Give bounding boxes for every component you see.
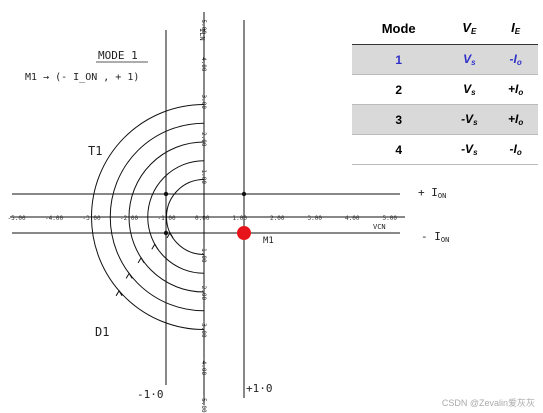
table-row: 3 -Vs +Io: [352, 104, 538, 135]
trajectory-arrow: [166, 231, 174, 239]
table-row: 2 Vs +Io: [352, 74, 538, 105]
table-row: 1 Vs -Io: [352, 44, 538, 75]
trajectory-arrow: [151, 243, 159, 250]
y-tick-label: -2.00: [200, 282, 207, 300]
y-tick-label: -4.00: [200, 357, 207, 375]
mode-table-header: Mode VE IE: [352, 12, 538, 45]
row-ve: Vs: [445, 44, 494, 75]
y-tick-label: 3.00: [200, 95, 207, 110]
label-plus-one: +1·0: [246, 382, 273, 395]
x-tick-label: -5.00: [8, 215, 26, 222]
trajectory-arrow: [137, 256, 145, 264]
y-tick-label: 4.00: [200, 57, 207, 72]
row-ie: -Io: [493, 134, 538, 165]
y-tick-label: 1.00: [200, 170, 207, 185]
minus-ion-label: - ION: [421, 230, 449, 244]
y-tick-label: -1.00: [200, 245, 207, 263]
intersection-dot-bottom-left: [163, 230, 169, 236]
mode-title: MODE 1: [98, 49, 138, 62]
y-tick-label: -5.00: [200, 395, 207, 413]
row-ie: +Io: [493, 74, 538, 105]
plus-ion-label: + ION: [418, 186, 446, 200]
intersection-dot-top-right: [241, 191, 247, 197]
label-m1: M1: [263, 236, 274, 246]
trajectory-arc: [128, 141, 205, 293]
row-ve: -Vs: [445, 134, 494, 165]
trajectory-arrow: [125, 272, 133, 279]
watermark: CSDN @Zevalin爱灰灰: [441, 398, 535, 408]
row-mode: 1: [352, 44, 446, 75]
x-tick-label: 0.00: [195, 215, 210, 222]
row-ie: -Io: [493, 44, 538, 75]
row-ve: Vs: [445, 74, 494, 105]
mode-table: Mode VE IE 1 Vs -Io 2 Vs +Io 3 -Vs +Io 4…: [352, 12, 538, 165]
row-ie: +Io: [493, 104, 538, 135]
mode-mapping: M1 → (- I_ON , + 1): [25, 72, 139, 83]
x-tick-label: 3.00: [308, 215, 323, 222]
x-tick-label: 1.00: [233, 215, 248, 222]
trajectory-arc: [109, 122, 205, 312]
trajectory-arcs: [91, 104, 205, 330]
header-ve: VE: [445, 12, 494, 45]
row-mode: 4: [352, 134, 446, 165]
table-row: 4 -Vs -Io: [352, 134, 538, 165]
header-ie: IE: [493, 12, 538, 45]
y-tick-label: 2.00: [200, 132, 207, 147]
y-tick-label: 5.00: [200, 20, 207, 35]
x-tick-label: 2.00: [270, 215, 285, 222]
label-d1: D1: [95, 325, 109, 339]
label-minus-one: -1·0: [137, 388, 164, 401]
intersection-dot-top-left: [163, 191, 169, 197]
x-tick-label: -4.00: [45, 215, 63, 222]
x-tick-label: 5.00: [383, 215, 398, 222]
trajectory-arrow: [115, 289, 123, 297]
header-mode: Mode: [352, 12, 446, 45]
y-tick-labels: 5.00 4.00 3.00 2.00 1.00 -1.00 -2.00 -3.00 -4.00…: [200, 20, 207, 413]
x-tick-label: 4.00: [345, 215, 360, 222]
x-axis-label: VCN: [373, 223, 386, 231]
trajectory-arc: [91, 104, 205, 330]
row-mode: 3: [352, 104, 446, 135]
operating-point-m1: [237, 226, 251, 240]
label-t1: T1: [88, 144, 102, 158]
y-tick-label: -3.00: [200, 320, 207, 338]
trajectory-arc: [147, 160, 205, 274]
row-ve: -Vs: [445, 104, 494, 135]
row-mode: 2: [352, 74, 446, 105]
trajectory-arc: [166, 179, 205, 255]
y-axis-label: ILN: [198, 28, 206, 41]
